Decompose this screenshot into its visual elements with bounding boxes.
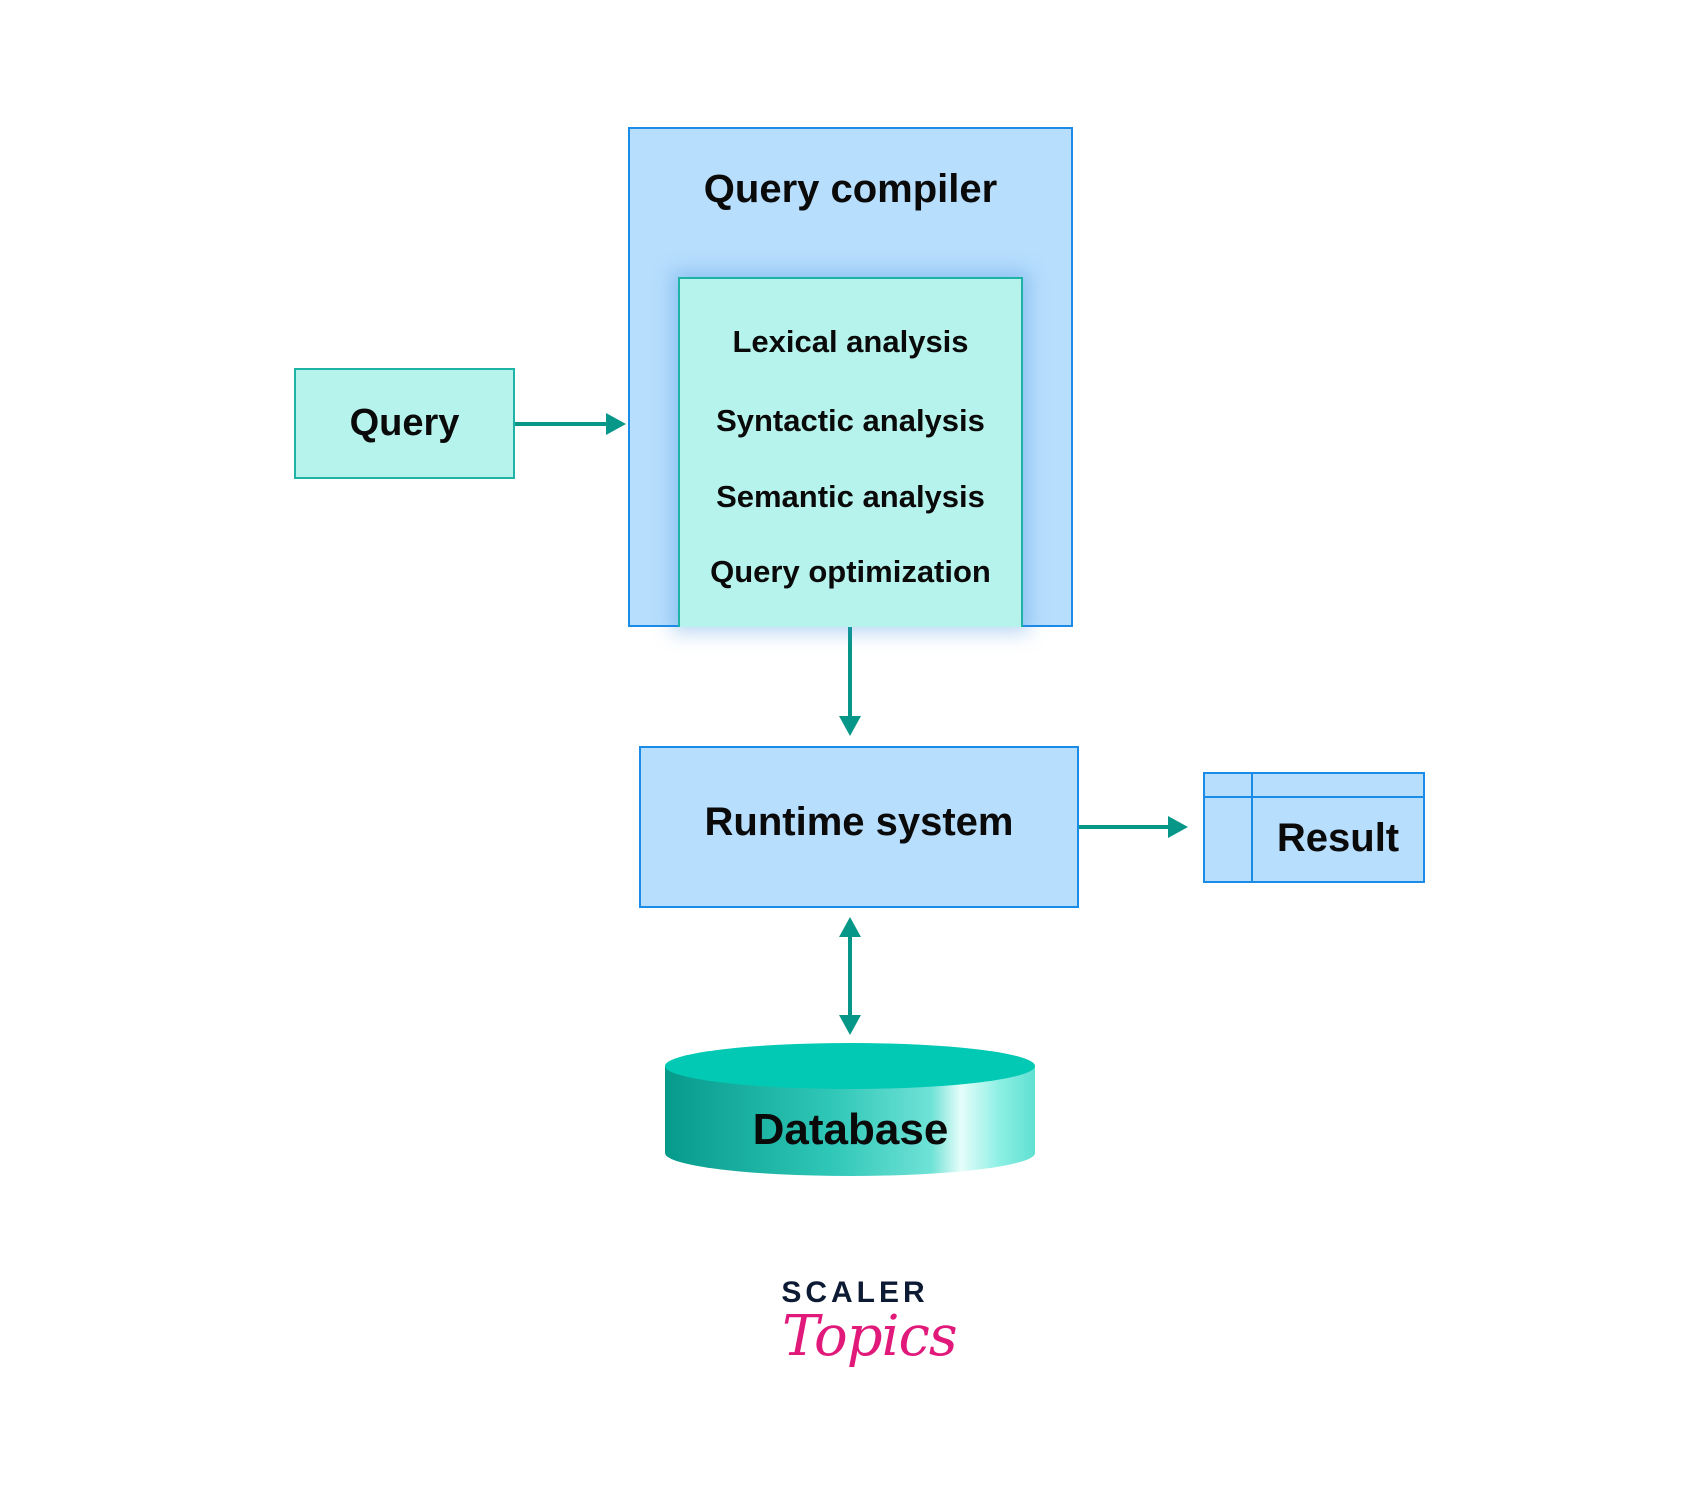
arrow-compiler-to-runtime <box>839 627 861 736</box>
database-label: Database <box>752 1105 949 1154</box>
stage-semantic-analysis: Semantic analysis <box>716 479 985 514</box>
query-label: Query <box>349 402 460 444</box>
result-table-header-row <box>1205 774 1423 798</box>
arrow-runtime-to-result <box>1079 816 1188 838</box>
logo-topics-text: Topics <box>782 1304 958 1369</box>
arrow-query-to-compiler <box>515 413 626 435</box>
result-table-node: Result <box>1203 772 1425 883</box>
stage-query-optimization: Query optimization <box>710 554 991 589</box>
runtime-system-label: Runtime system <box>704 799 1014 844</box>
query-node: Query <box>294 368 515 479</box>
runtime-system-node: Runtime system <box>639 746 1079 908</box>
database-cylinder <box>665 1043 1035 1176</box>
stage-lexical-analysis: Lexical analysis <box>732 324 969 359</box>
result-table-column-divider <box>1251 774 1253 881</box>
stage-syntactic-analysis: Syntactic analysis <box>716 403 985 438</box>
compiler-stages-box: Lexical analysis Syntactic analysis Sema… <box>678 277 1023 627</box>
logo-scaler-text: SCALER <box>781 1276 929 1309</box>
query-compiler-node: Query compiler Lexical analysis Syntacti… <box>628 127 1073 627</box>
query-compiler-title: Query compiler <box>703 167 998 211</box>
scaler-topics-logo: SCALER Topics <box>770 1272 957 1402</box>
result-label: Result <box>1276 816 1400 860</box>
arrow-runtime-database-bidirectional <box>839 917 861 1035</box>
